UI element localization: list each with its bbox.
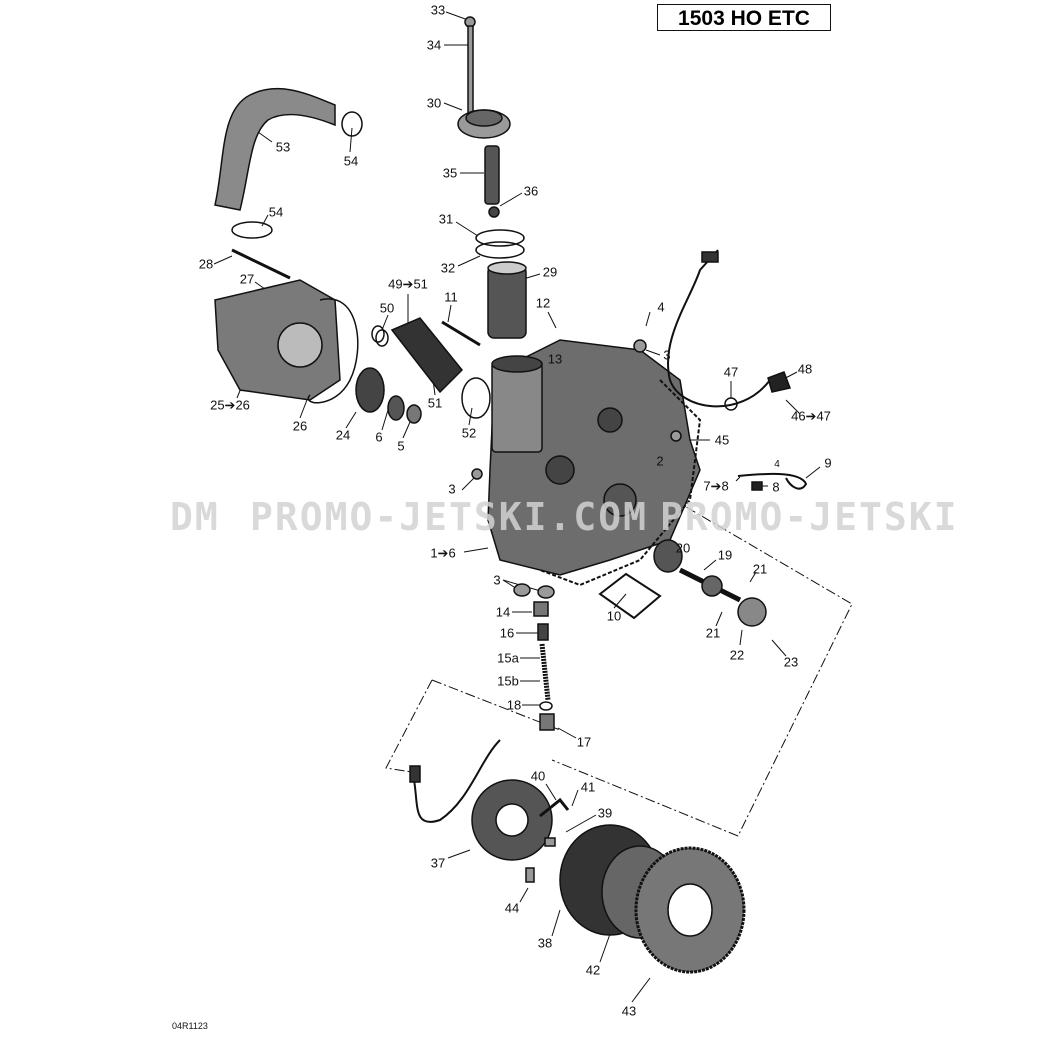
callout: 40 — [530, 768, 546, 784]
callout: 19 — [717, 547, 733, 563]
callout: 54 — [268, 204, 284, 220]
callout: 2 — [656, 453, 664, 469]
callout: 48 — [797, 361, 813, 377]
callout: 41 — [580, 779, 596, 795]
callout: 52 — [461, 425, 477, 441]
callout: 27 — [239, 271, 255, 287]
callout: 4 — [657, 299, 665, 315]
callout: 31 — [438, 211, 454, 227]
callout: 4 — [774, 459, 780, 470]
callout: 36 — [523, 183, 539, 199]
callout: 34 — [426, 37, 442, 53]
watermark: PROMO-JETSKI.COM — [250, 495, 649, 539]
callout: 3 — [493, 572, 501, 588]
callout: 6 — [375, 429, 383, 445]
callout: 22 — [729, 647, 745, 663]
callout: 29 — [542, 264, 558, 280]
callout: 38 — [537, 935, 553, 951]
callout: 3 — [663, 347, 671, 363]
callout: 14 — [495, 604, 511, 620]
callout: 26 — [292, 418, 308, 434]
callout: 23 — [783, 654, 799, 670]
callout: 18 — [506, 697, 522, 713]
callout: 1➔6 — [430, 545, 456, 561]
model-title: 1503 HO ETC — [657, 4, 831, 31]
callout: 47 — [723, 364, 739, 380]
callout: 49➔51 — [388, 276, 428, 292]
callout: 24 — [335, 427, 351, 443]
callout: 8 — [772, 479, 780, 495]
callout: 43 — [621, 1003, 637, 1019]
callout: 20 — [675, 540, 691, 556]
callout: 54 — [343, 153, 359, 169]
callout: 28 — [198, 256, 214, 272]
callout: 39 — [597, 805, 613, 821]
callout: 32 — [440, 260, 456, 276]
callout: 46➔47 — [791, 408, 831, 424]
callout: 42 — [585, 962, 601, 978]
watermark: DM — [170, 495, 220, 539]
callout: 3 — [448, 481, 456, 497]
callout: 21 — [705, 625, 721, 641]
callout: 15b — [497, 673, 519, 689]
diagram-code: 04R1123 — [172, 1021, 208, 1031]
callout: 45 — [714, 432, 730, 448]
callout: 33 — [430, 2, 446, 18]
callout: 50 — [379, 300, 395, 316]
callout: 10 — [606, 608, 622, 624]
callout: 9 — [824, 455, 832, 471]
callout: 16 — [499, 625, 515, 641]
callout: 13 — [547, 351, 563, 367]
callout: 51 — [427, 395, 443, 411]
callout: 35 — [442, 165, 458, 181]
callout: 25➔26 — [210, 397, 250, 413]
callout: 21 — [752, 561, 768, 577]
callout: 5 — [397, 438, 405, 454]
callout: 30 — [426, 95, 442, 111]
callout: 11 — [444, 289, 458, 305]
callout: 12 — [535, 295, 551, 311]
callout: 44 — [504, 900, 520, 916]
callout: 17 — [576, 734, 592, 750]
callout: 53 — [275, 139, 291, 155]
callout: 7➔8 — [703, 478, 729, 494]
watermark: PROMO-JETSKI — [660, 495, 959, 539]
callout: 37 — [430, 855, 446, 871]
callout: 15a — [497, 650, 519, 666]
